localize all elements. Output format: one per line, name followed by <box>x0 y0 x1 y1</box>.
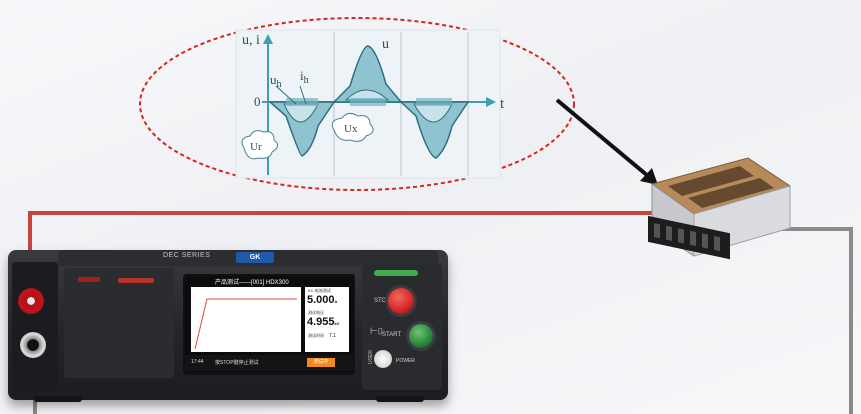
reading-mid-unit: kV <box>334 321 340 326</box>
indicator-led <box>118 278 154 283</box>
leader-line <box>275 85 297 105</box>
waveform-positive-lobe <box>332 45 403 103</box>
waveform-inner-lobe-2 <box>344 89 390 101</box>
power-label: POWER <box>396 358 415 364</box>
status-button[interactable]: 测试中 <box>307 358 335 367</box>
reading-bottom-value: 7.1 <box>329 333 336 339</box>
brand-mark-red <box>78 277 100 282</box>
brand-logo: GK <box>236 252 274 263</box>
reading-mid-caption: 测试电压 <box>308 310 324 315</box>
return-terminal[interactable] <box>20 332 46 358</box>
callout-ellipse <box>139 17 575 191</box>
user-label: USER <box>367 350 374 364</box>
status-message: 按STOP键停止测试 <box>215 360 259 366</box>
bubble-ux <box>331 112 374 142</box>
x-axis-arrowhead <box>486 97 496 107</box>
left-panel <box>12 262 58 390</box>
voltage-h-label: uh <box>270 72 282 90</box>
y-axis-label: u, i <box>242 33 260 48</box>
reading-top-unit: A <box>334 299 338 304</box>
status-time: 17:44 <box>191 359 204 365</box>
psu-vent-grid <box>668 166 774 208</box>
stop-button-icon[interactable] <box>388 288 414 314</box>
screen-plot <box>191 287 301 352</box>
x-axis-label: t <box>500 96 505 112</box>
reading-mid-number: 4.955 <box>307 316 335 328</box>
reading-top-caption: EC-电流测试 <box>308 288 331 293</box>
reading-top-number: 5.000 <box>307 294 335 306</box>
harmonic-strip <box>416 98 452 106</box>
leader-line <box>299 85 307 105</box>
reading-panel: EC-电流测试 5.000A 测试电压 4.955kV 测试时间 7.1 <box>305 287 349 352</box>
front-slot-panel <box>64 268 174 378</box>
interlock-icon: ⊢⌷ <box>370 326 384 336</box>
start-button-icon[interactable] <box>409 324 433 348</box>
hv-output-terminal[interactable] <box>18 288 44 314</box>
reading-top-value: 5.000A <box>307 294 337 306</box>
series-label: DEC SERIES <box>163 252 211 259</box>
bubble-ur-label: Ur <box>250 141 262 153</box>
screen-trace <box>194 298 297 350</box>
screen-plot-svg <box>194 298 297 350</box>
stop-label: STOP <box>374 298 391 304</box>
psu-terminal-block <box>648 215 730 260</box>
brand-logo-text: GK <box>249 254 261 261</box>
reading-mid-value: 4.955kV <box>307 316 339 328</box>
reading-bottom-caption: 测试时间 <box>308 333 324 338</box>
lcd-screen: 产品测试——[001] HDX300 EC-电流测试 5.000A 测试电压 4… <box>183 274 355 375</box>
harmonic-strip <box>286 98 318 106</box>
harmonic-strip <box>350 98 386 106</box>
screen-status-bar: 17:44 按STOP键停止测试 测试中 <box>185 355 353 371</box>
y-axis-arrowhead <box>263 34 273 44</box>
bubble-ux-label: Ux <box>344 123 358 135</box>
origin-label: 0 <box>254 94 261 109</box>
power-button-icon[interactable] <box>374 350 392 368</box>
screen-title: 产品测试——[001] HDX300 <box>215 280 289 286</box>
foot-left <box>34 396 82 402</box>
foot-right <box>376 396 424 402</box>
power-supply-unit <box>648 157 792 260</box>
waveform-negative-lobe-2 <box>399 101 470 159</box>
current-h-label: ih <box>300 68 309 86</box>
waveform-plot <box>235 29 501 179</box>
curve-u-label: u <box>382 37 389 52</box>
safety-tester: DEC SERIES GK 产品测试——[001] HDX300 EC-电流测试 <box>8 250 448 402</box>
waveform-negative-lobe-1 <box>268 101 336 157</box>
arrow-icon <box>555 98 650 178</box>
start-label: START <box>382 332 402 338</box>
bubble-ur <box>241 130 278 160</box>
status-led-bar <box>374 270 418 276</box>
arrowhead-icon <box>640 168 658 185</box>
